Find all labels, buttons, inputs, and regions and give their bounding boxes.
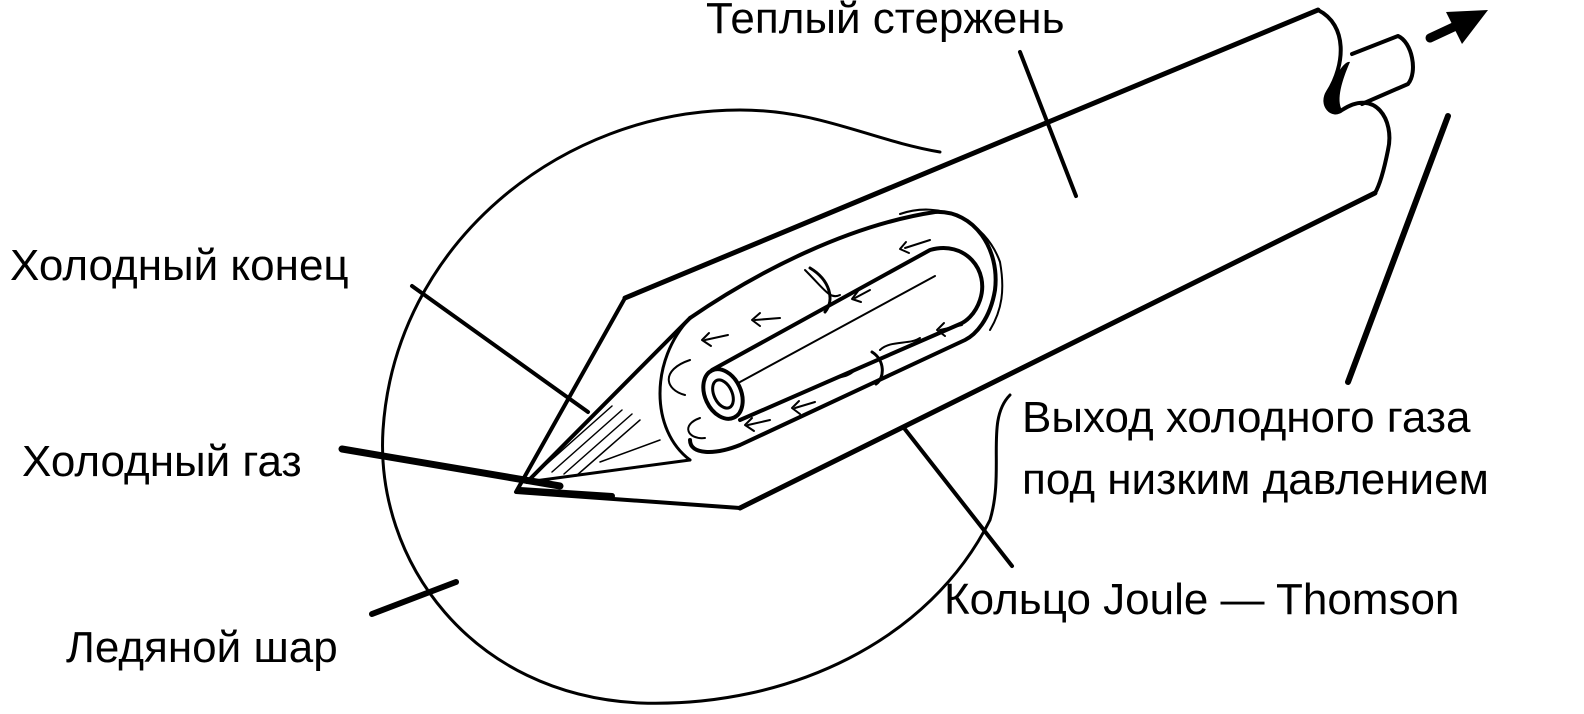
cold-gas-jet	[517, 487, 615, 499]
cold-tip-inner-top	[525, 316, 692, 484]
warm-rod-end-shade	[1325, 61, 1350, 113]
cutaway-window	[688, 209, 998, 454]
inner-tube-highlight	[739, 275, 936, 383]
inner-tube-mouth	[701, 367, 745, 421]
probe-shaft-top-edge	[622, 7, 1321, 301]
label-cold-gas: Холодный газ	[22, 437, 302, 486]
label-warm-rod: Теплый стержень	[706, 0, 1065, 43]
leader-jt-ring	[902, 426, 1014, 568]
label-ice-ball: Ледяной шар	[66, 623, 338, 672]
outlet-arrow-head	[1446, 10, 1488, 44]
leader-ice-ball	[369, 579, 459, 617]
leader-cold-end	[410, 284, 590, 414]
cutaway-rim	[899, 208, 1004, 331]
probe-shaft-bottom-edge	[737, 190, 1378, 511]
cold-tip-inner-wall	[658, 316, 692, 462]
inner-tube-bore	[711, 378, 735, 410]
cold-tip-inner-bottom	[525, 458, 692, 484]
label-gas-outlet-line1: Выход холодного газа	[1022, 393, 1471, 442]
cold-tip-cone	[514, 296, 742, 510]
cold-tip-hatch	[539, 405, 661, 477]
label-jt-ring: Кольцо Joule — Thomson	[944, 575, 1460, 624]
leader-gas-outlet	[1345, 113, 1451, 385]
leader-warm-rod	[1018, 50, 1078, 198]
inner-tube	[710, 246, 985, 422]
outlet-tube	[1350, 34, 1415, 106]
leader-cold-gas	[338, 445, 564, 490]
flow-arrows	[667, 239, 963, 440]
label-cold-end: Холодный конец	[10, 241, 349, 290]
label-gas-outlet-line2: под низким давлением	[1022, 455, 1489, 504]
jt-ring-collar	[808, 266, 884, 386]
ice-ball-outline	[381, 108, 1012, 705]
